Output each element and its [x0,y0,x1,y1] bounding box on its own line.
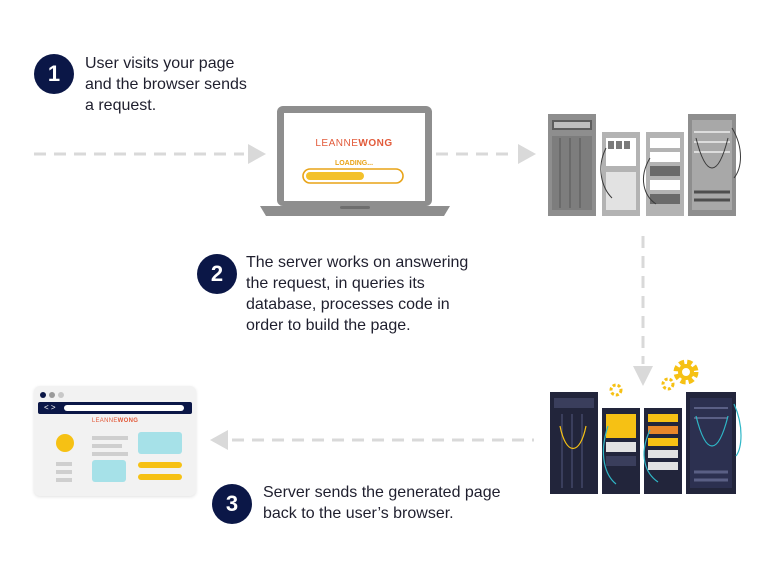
arrow-to-server [436,144,536,164]
text-line [92,452,128,456]
gear-icon-small [661,377,675,391]
server-rack-2 [600,132,640,216]
laptop-illustration: LEANNEWONG LOADING... [260,106,450,216]
arrow-down-to-processing [633,236,653,386]
window-dot-3 [58,392,64,398]
text-line [56,462,72,466]
server-rack-dark-3 [643,408,682,494]
server-rack-4 [688,114,741,216]
svg-text:LEANNEWONG: LEANNEWONG [315,138,392,149]
server-rack-dark-2 [602,408,640,494]
laptop-brand-wong: WONG [358,138,392,149]
browser-brand: LEANNEWONG [34,418,196,424]
step-2-text: The server works on answering the reques… [246,254,469,334]
processing-server-illustration [550,359,742,494]
browser-brand-leanne: LEANNE [91,418,118,424]
laptop-loading-label: LOADING... [335,160,373,167]
text-line [92,444,122,448]
step-2-badge: 2 [197,254,237,294]
laptop-brand-leanne: LEANNE [315,138,358,149]
server-racks-illustration [548,114,741,216]
image-placeholder-icon [138,432,182,454]
page-avatar-circle [56,434,74,452]
browser-address-bar: < > [38,402,192,414]
arrow-back-to-browser [210,430,534,450]
url-field [64,405,184,411]
arrow-to-laptop [34,144,266,164]
server-rack-dark-4 [686,392,742,494]
step-3-badge: 3 [212,484,252,524]
step-1-text: User visits your page and the browser se… [85,55,247,114]
text-line [92,436,128,440]
yellow-bar [138,474,182,480]
server-rack-dark-1 [550,392,598,494]
window-dot-1 [40,392,46,398]
server-rack-3 [642,132,684,216]
step-3-text: Server sends the generated page back to … [263,484,501,522]
browser-window-illustration: < > LEANNEWONG [34,386,196,496]
browser-brand-wong: WONG [117,418,139,424]
nav-arrows-icon: < > [44,403,56,412]
text-line [56,470,72,474]
text-line [56,478,72,482]
gear-icon-large [673,359,699,385]
image-placeholder-icon [92,460,126,482]
server-rack-1 [548,114,596,216]
step-1-badge: 1 [34,54,74,94]
yellow-bar [138,462,182,468]
loading-progress-fill [306,172,364,180]
window-dot-2 [49,392,55,398]
gear-icon-tiny [609,383,623,397]
